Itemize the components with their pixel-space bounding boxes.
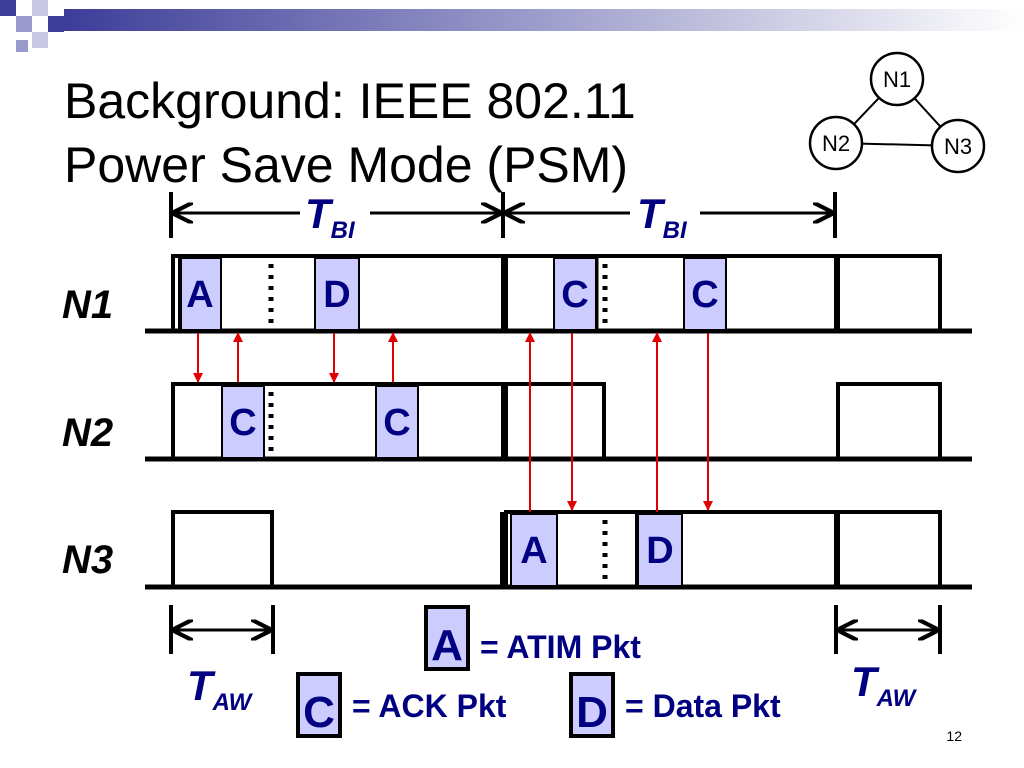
awake-window — [171, 510, 274, 587]
header-gradient-bar — [64, 9, 1024, 31]
timeline-row-n1: A D C C — [145, 254, 972, 334]
window-label-taw: TAW — [851, 658, 918, 712]
packet-label: D — [646, 530, 673, 572]
legend-letter: D — [576, 688, 608, 737]
legend-item-ack: C = ACK Pkt — [296, 672, 507, 738]
header-square — [16, 40, 28, 52]
topology-node-label: N3 — [944, 134, 972, 159]
legend-text: = ATIM Pkt — [480, 629, 641, 665]
awake-window — [171, 382, 505, 459]
packet-ack — [221, 385, 265, 459]
packet-label: A — [186, 274, 213, 316]
legend-swatch — [424, 605, 470, 671]
topology-node-n2 — [808, 115, 864, 171]
transmission-arrows — [193, 332, 713, 512]
packet-data — [314, 257, 360, 331]
slide-title-line2: Power Save Mode (PSM) — [64, 137, 628, 193]
packet-label: A — [520, 530, 547, 572]
awake-window — [836, 254, 942, 331]
legend-letter: C — [303, 688, 335, 737]
header-square — [16, 16, 32, 32]
timeline-row-n2: C C — [145, 382, 972, 462]
packet-label: C — [561, 274, 588, 316]
packet-label: C — [229, 402, 256, 444]
legend-swatch — [569, 672, 615, 738]
packet-ack — [683, 257, 727, 331]
packet-atim — [510, 513, 558, 587]
packet-label: D — [323, 274, 350, 316]
header-decoration — [0, 0, 1024, 52]
legend-text: = ACK Pkt — [352, 688, 507, 724]
page-number: 12 — [946, 728, 962, 744]
awake-window — [836, 382, 942, 459]
packet-ack — [375, 385, 419, 459]
topology-node-label: N2 — [822, 131, 850, 156]
legend-letter: A — [431, 621, 463, 670]
header-square — [32, 32, 48, 48]
awake-window — [171, 254, 505, 331]
topology-node-label: N1 — [883, 67, 911, 92]
legend-item-atim: A = ATIM Pkt — [424, 605, 641, 671]
row-label-n1: N1 — [62, 283, 113, 327]
interval-label-tbi: TBI — [637, 190, 688, 244]
legend-item-data: D = Data Pkt — [569, 672, 781, 738]
topology-node-n3 — [930, 118, 986, 174]
awake-window — [504, 382, 606, 459]
packet-label: C — [383, 402, 410, 444]
beacon-interval-markers: TBI TBI — [169, 190, 837, 244]
packet-label: C — [691, 274, 718, 316]
legend: A = ATIM Pkt C = ACK Pkt D = Data Pkt — [296, 605, 781, 738]
row-label-n2: N2 — [62, 411, 113, 455]
header-square — [32, 0, 48, 16]
row-label-n3: N3 — [62, 538, 113, 582]
awake-window — [836, 510, 942, 587]
atim-window-markers: TAW TAW — [169, 605, 942, 716]
legend-text: = Data Pkt — [625, 688, 781, 724]
packet-ack — [553, 257, 597, 331]
window-label-taw: TAW — [187, 662, 254, 716]
header-square — [0, 0, 16, 16]
packet-data — [637, 513, 683, 587]
interval-label-tbi: TBI — [305, 190, 356, 244]
header-square — [48, 16, 64, 32]
topology-diagram: N1 N2 N3 — [808, 51, 986, 174]
packet-atim — [178, 257, 222, 331]
topology-node-n1 — [869, 51, 925, 107]
slide-title-line1: Background: IEEE 802.11 — [64, 73, 636, 129]
timeline-row-n3: A D — [145, 510, 972, 590]
legend-swatch — [296, 672, 342, 738]
